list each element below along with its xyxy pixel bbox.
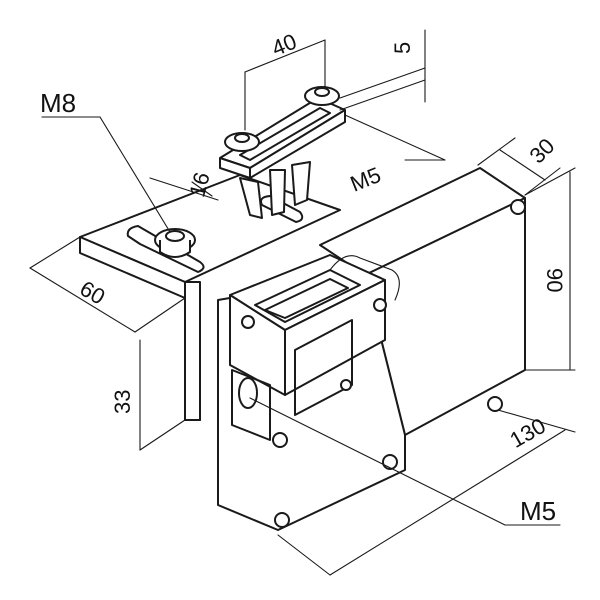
label-130: 130 [506, 413, 550, 453]
actuator-tongue-mid [269, 169, 286, 216]
label-5: 5 [390, 42, 415, 54]
head-screw-left [241, 315, 255, 329]
label-60: 60 [76, 276, 110, 310]
label-m8: M8 [40, 88, 76, 118]
label-33: 33 [110, 390, 135, 414]
actuator [219, 86, 346, 219]
label-90: 90 [542, 268, 567, 292]
actuator-tongue-left [239, 177, 263, 219]
head-entry-slot [254, 269, 361, 323]
head-screw-lower [340, 379, 352, 391]
head-screw-right [373, 298, 387, 312]
corner-screw-top-right [510, 199, 526, 215]
bracket-slot-rear [260, 195, 304, 223]
dimension-lines [29, 29, 576, 576]
corner-screw-front-bottom [274, 512, 290, 528]
switch-body [217, 167, 526, 531]
m8-screw-socket [165, 230, 185, 242]
bracket-vertical-leg [184, 281, 201, 421]
head-side-face [284, 279, 386, 396]
bracket-slot [126, 225, 205, 273]
body-slot-lower [231, 369, 271, 441]
corner-screw-front-right [382, 454, 398, 470]
actuator-slot [239, 107, 331, 161]
label-40: 40 [268, 29, 300, 61]
label-m5-top: M5 [347, 162, 385, 197]
corner-screw-front-mid [272, 432, 288, 448]
body-slot-hole [238, 377, 258, 409]
corner-screw-bottom-right [487, 396, 503, 412]
m8-screw [154, 228, 196, 258]
label-30: 30 [524, 133, 559, 168]
label-m5-bottom: M5 [520, 496, 556, 526]
actuator-tongue-right [291, 161, 311, 206]
